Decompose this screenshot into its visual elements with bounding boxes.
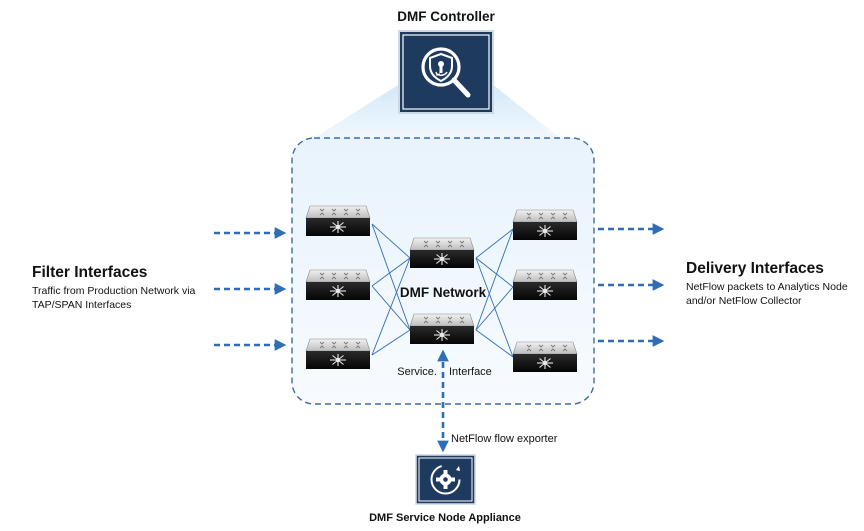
filter-switch-2[interactable]	[305, 269, 371, 301]
service-label: Service.	[397, 366, 437, 378]
network-label: DMF Network	[400, 285, 487, 300]
exporter-label: NetFlow flow exporter	[451, 433, 558, 445]
filter-title: Filter Interfaces	[32, 264, 147, 281]
filter-desc-line1: Traffic from Production Network via	[32, 285, 196, 297]
service-node-title: DMF Service Node Appliance	[369, 512, 521, 524]
filter-switch-1[interactable]	[305, 205, 371, 237]
filter-arrows	[214, 227, 287, 351]
interface-label: Interface	[449, 366, 492, 378]
delivery-title: Delivery Interfaces	[686, 260, 824, 277]
dmf-network-fabric	[291, 137, 595, 405]
fabric-links	[371, 223, 514, 358]
core-switch-2[interactable]	[409, 313, 475, 345]
delivery-switch-3[interactable]	[512, 341, 578, 373]
controller-title: DMF Controller	[397, 9, 495, 24]
delivery-switch-1[interactable]	[512, 209, 578, 241]
shield-search-icon[interactable]	[398, 30, 494, 114]
filter-desc-line2: TAP/SPAN Interfaces	[32, 299, 131, 311]
delivery-desc-line2: and/or NetFlow Collector	[686, 295, 802, 307]
delivery-arrows	[598, 223, 665, 347]
gear-cycle-icon[interactable]	[415, 454, 476, 505]
delivery-switch-2[interactable]	[512, 269, 578, 301]
filter-switch-3[interactable]	[305, 338, 371, 370]
delivery-desc-line1: NetFlow packets to Analytics Node	[686, 281, 848, 293]
core-switch-1[interactable]	[409, 237, 475, 269]
